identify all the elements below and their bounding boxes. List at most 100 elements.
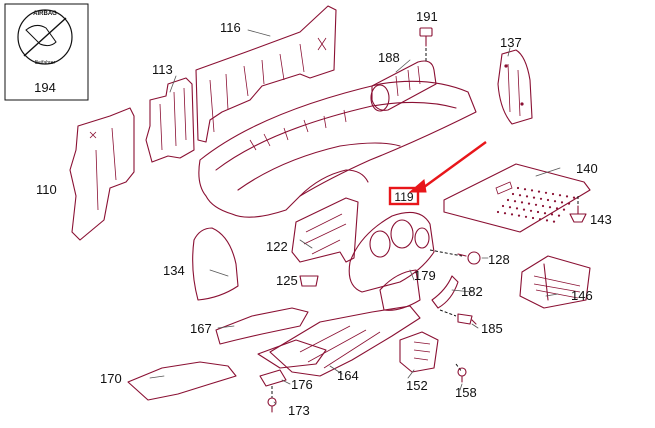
- label-110[interactable]: 110: [36, 182, 57, 197]
- vent-hole: [562, 208, 566, 211]
- part-137-side-cover: [497, 49, 533, 125]
- label-179[interactable]: 179: [414, 268, 436, 283]
- part-173-screw: [267, 386, 277, 413]
- label-143[interactable]: 143: [590, 212, 612, 227]
- vent-hole: [532, 196, 536, 199]
- part-110-insulation-panel: [69, 107, 135, 241]
- vent-hole: [548, 206, 552, 209]
- vent-hole: [496, 210, 500, 214]
- part-188-airbag-housing: [370, 60, 437, 112]
- vent-hole: [506, 198, 510, 202]
- part-134-end-trim: [192, 227, 239, 301]
- vent-hole: [536, 210, 540, 214]
- vent-hole: [543, 212, 547, 215]
- part-140-vent-holes: [496, 186, 576, 223]
- vent-hole: [511, 192, 515, 196]
- part-143-screw: [569, 196, 587, 223]
- highlight-callout: 119: [388, 141, 487, 206]
- lower-dash-assembly: [269, 269, 421, 377]
- part-116-insulation-mat: [195, 5, 337, 143]
- inset-box-194: AIRBAG Beifahrer 194: [4, 3, 89, 101]
- label-113[interactable]: 113: [152, 62, 173, 77]
- vent-hole: [524, 215, 528, 218]
- label-176[interactable]: 176: [291, 377, 313, 392]
- vent-hole: [515, 207, 519, 210]
- vent-hole: [501, 204, 505, 208]
- vent-hole: [518, 194, 522, 197]
- vent-hole: [513, 200, 517, 203]
- label-116[interactable]: 116: [220, 20, 241, 35]
- part-164-lower-trim: [257, 339, 327, 369]
- vent-hole: [522, 208, 526, 211]
- vent-hole: [530, 189, 534, 192]
- part-170-duct: [127, 361, 237, 401]
- vent-hole: [558, 194, 562, 197]
- vent-hole: [503, 212, 507, 215]
- vent-hole: [508, 206, 512, 209]
- label-152[interactable]: 152: [406, 378, 428, 393]
- part-146-air-vent: [519, 255, 591, 309]
- vent-hole: [516, 186, 520, 190]
- vent-hole: [520, 201, 524, 204]
- label-137[interactable]: 137: [500, 35, 522, 50]
- part-128-screw: [429, 249, 481, 265]
- inset-badge-subtext: Beifahrer: [35, 60, 56, 66]
- part-185-screw: [439, 309, 477, 325]
- label-146[interactable]: 146: [571, 288, 593, 303]
- vent-hole: [557, 214, 561, 217]
- vent-hole: [525, 195, 529, 198]
- label-128[interactable]: 128: [488, 252, 510, 267]
- part-122-bracket: [291, 197, 359, 263]
- inset-badge-text: AIRBAG: [33, 11, 57, 17]
- vent-hole: [545, 219, 549, 222]
- vent-hole: [550, 213, 554, 216]
- vent-hole: [553, 200, 557, 203]
- vent-hole: [560, 201, 564, 204]
- vent-hole: [572, 196, 576, 199]
- part-191-screw: [419, 27, 433, 62]
- label-119-highlighted[interactable]: 119: [394, 190, 413, 204]
- part-labels: 116 113 110 191 188 137 140 143 122 134 …: [36, 9, 612, 418]
- vent-hole: [534, 203, 538, 206]
- dashboard-carrier: [198, 80, 477, 218]
- vent-hole: [527, 202, 531, 205]
- instrument-cluster-carrier: [348, 211, 435, 293]
- vent-hole: [539, 197, 543, 200]
- label-173[interactable]: 173: [288, 403, 310, 418]
- label-164[interactable]: 164: [337, 368, 359, 383]
- leader-lines: [149, 29, 561, 405]
- label-185[interactable]: 185: [481, 321, 503, 336]
- vent-hole: [538, 218, 542, 221]
- vent-hole: [529, 209, 533, 212]
- vent-hole: [541, 204, 545, 208]
- vent-hole: [537, 190, 541, 193]
- label-122[interactable]: 122: [266, 239, 288, 254]
- label-140[interactable]: 140: [576, 161, 598, 176]
- part-176-clip: [259, 369, 287, 387]
- label-170[interactable]: 170: [100, 371, 122, 386]
- vent-hole: [565, 195, 569, 198]
- part-152-switch-panel: [399, 331, 439, 373]
- part-113-insulation-panel: [145, 77, 195, 163]
- label-158[interactable]: 158: [455, 385, 477, 400]
- vent-hole: [544, 191, 548, 194]
- vent-hole: [567, 202, 571, 205]
- label-188[interactable]: 188: [378, 50, 400, 65]
- part-158-screw: [455, 363, 467, 383]
- label-125[interactable]: 125: [276, 273, 298, 288]
- part-167-duct: [215, 307, 309, 345]
- vent-hole: [552, 220, 556, 223]
- vent-hole: [510, 213, 514, 216]
- vent-hole: [546, 198, 550, 202]
- label-167[interactable]: 167: [190, 321, 212, 336]
- vent-hole: [523, 188, 527, 191]
- label-182[interactable]: 182: [461, 284, 483, 299]
- vent-hole: [555, 207, 559, 210]
- label-194[interactable]: 194: [34, 80, 56, 95]
- vent-hole: [517, 214, 521, 217]
- part-125-clip: [299, 275, 319, 287]
- label-191[interactable]: 191: [416, 9, 438, 24]
- label-134[interactable]: 134: [163, 263, 185, 278]
- airbag-warning-icon: [17, 9, 73, 65]
